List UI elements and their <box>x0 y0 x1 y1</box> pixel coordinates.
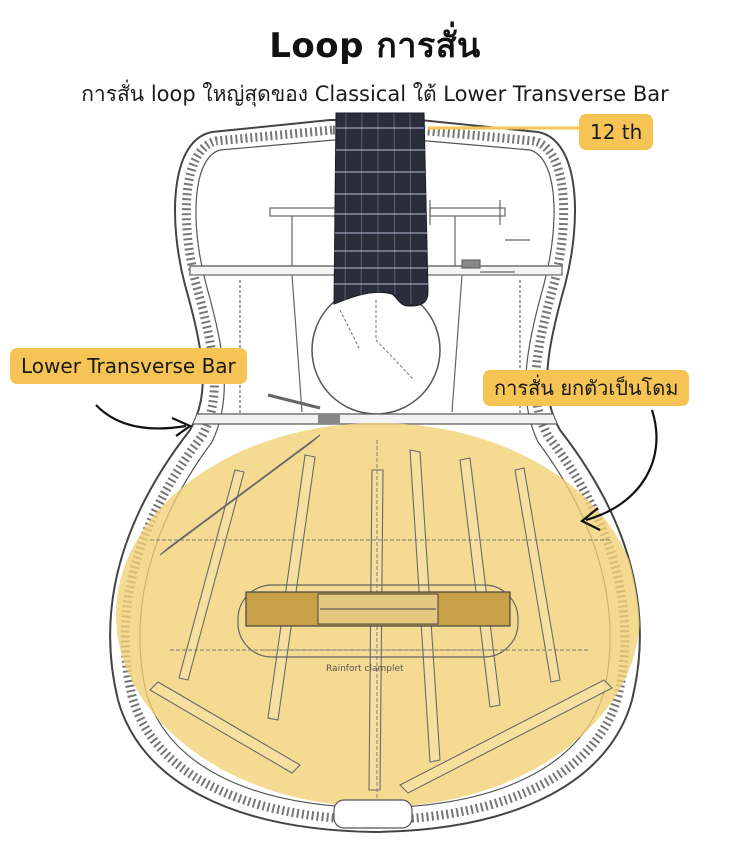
lower-transverse-bar-callout: Lower Transverse Bar <box>10 348 247 384</box>
lower-bar-arrow <box>95 404 187 430</box>
lower-transverse-bar <box>189 413 563 425</box>
frets <box>334 127 428 285</box>
fret-12-callout: 12 th <box>579 114 654 150</box>
fingerboard <box>333 112 429 307</box>
page-title: Loop การสั่น <box>269 26 481 66</box>
strings <box>344 112 412 305</box>
dome-arrow <box>585 409 658 522</box>
dome-vibration-callout: การสั่น ยกตัวเป็นโดม <box>483 370 690 406</box>
tail-block <box>333 799 413 829</box>
bridge <box>237 584 519 658</box>
drawing-annotation: Rainfort clamplet <box>326 664 404 674</box>
page-subtitle: การสั่น loop ใหญ่สุดของ Classical ใต้ Lo… <box>81 82 669 106</box>
